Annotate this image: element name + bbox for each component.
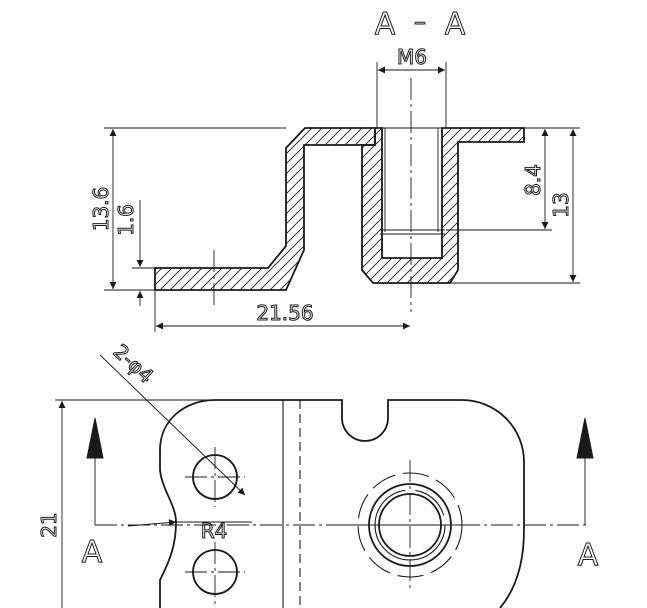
section-arrow-left-label: A: [82, 535, 103, 570]
section-arrow-left: A: [81, 417, 104, 571]
dim-8-4: 8.4: [521, 164, 545, 196]
section-profile-hatched: [154, 127, 376, 291]
section-arrow-left-head: [86, 417, 104, 459]
dim-hole-callout: 2-φ4: [109, 339, 159, 388]
section-title: A – A: [374, 7, 466, 43]
section-arrow-right-head: [576, 417, 594, 459]
hole-callout-leader: [99, 354, 246, 496]
plan-view: 2-φ4 R4 21 A A: [37, 339, 599, 608]
section-boss-hatched: [361, 127, 525, 284]
dim-21: 21: [37, 512, 61, 537]
dim-13-6: 13.6: [89, 187, 113, 232]
section-view: M6 13.6 1.6 21.56 8.4 13: [89, 45, 580, 332]
dim-13: 13: [549, 192, 573, 217]
section-label-right: A: [445, 7, 466, 42]
part-outline: [159, 399, 525, 608]
section-arrow-right-label: A: [578, 538, 599, 573]
dim-1-6: 1.6: [114, 204, 138, 236]
section-label-left: A: [375, 7, 396, 42]
section-arrow-right: A: [576, 417, 599, 574]
dim-r4: R4: [201, 519, 228, 543]
dim-m6: M6: [397, 45, 427, 69]
section-label-dash: –: [414, 8, 426, 36]
dim-21-56: 21.56: [256, 301, 313, 325]
